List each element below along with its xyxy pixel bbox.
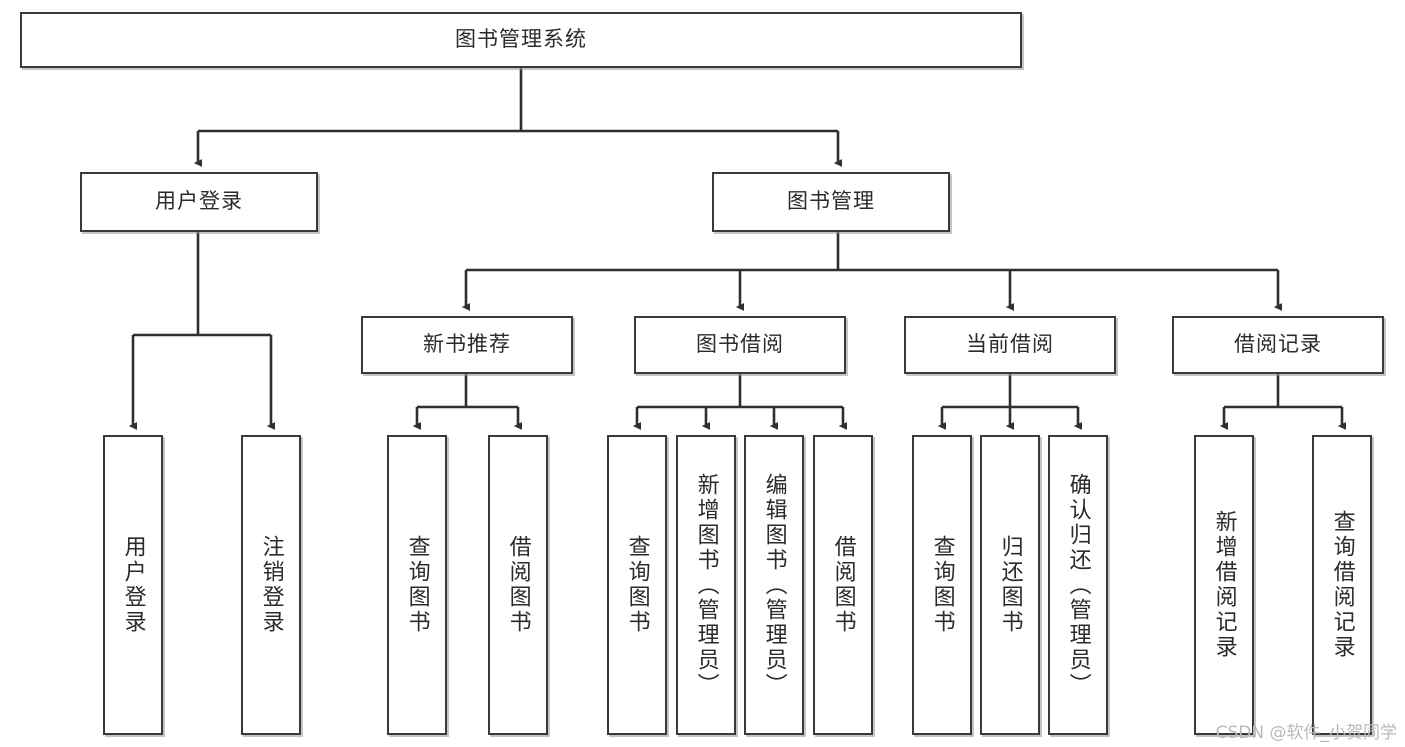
leaf-query-borrow-record[interactable]: 查询借阅记录: [1312, 435, 1372, 735]
node-label: 查询图书: [929, 535, 955, 635]
node-label: 图书借阅: [696, 332, 784, 357]
leaf-edit-book-admin[interactable]: 编辑图书（管理员）: [744, 435, 804, 735]
csdn-watermark: CSDN @软件_小贺同学: [1215, 723, 1397, 743]
node-label: 借阅图书: [830, 535, 856, 635]
node-label: 确认归还（管理员）: [1065, 472, 1091, 698]
leaf-borrow-book-new-book[interactable]: 借阅图书: [488, 435, 548, 735]
node-current-borrow[interactable]: 当前借阅: [904, 316, 1116, 374]
leaf-add-book-admin[interactable]: 新增图书（管理员）: [676, 435, 736, 735]
node-label: 用户登录: [120, 535, 146, 635]
node-label: 查询借阅记录: [1329, 510, 1355, 660]
leaf-confirm-return-admin[interactable]: 确认归还（管理员）: [1048, 435, 1108, 735]
node-label: 借阅图书: [505, 535, 531, 635]
leaf-borrow-book-borrow[interactable]: 借阅图书: [813, 435, 873, 735]
node-label: 用户登录: [155, 189, 243, 214]
node-label: 借阅记录: [1234, 332, 1322, 357]
node-label: 图书管理: [787, 189, 875, 214]
node-label: 查询图书: [624, 535, 650, 635]
node-borrow-record[interactable]: 借阅记录: [1172, 316, 1384, 374]
node-label: 注销登录: [258, 535, 284, 635]
leaf-add-borrow-record[interactable]: 新增借阅记录: [1194, 435, 1254, 735]
node-book-management[interactable]: 图书管理: [712, 172, 950, 232]
leaf-query-book-new-book[interactable]: 查询图书: [387, 435, 447, 735]
leaf-query-book-current[interactable]: 查询图书: [912, 435, 972, 735]
leaf-user-login[interactable]: 用户登录: [103, 435, 163, 735]
leaf-query-book-borrow[interactable]: 查询图书: [607, 435, 667, 735]
node-label: 当前借阅: [966, 332, 1054, 357]
node-label: 查询图书: [404, 535, 430, 635]
leaf-return-book[interactable]: 归还图书: [980, 435, 1040, 735]
leaf-logout-login[interactable]: 注销登录: [241, 435, 301, 735]
node-root-book-management-system[interactable]: 图书管理系统: [20, 12, 1022, 68]
node-label: 新书推荐: [423, 332, 511, 357]
node-user-login[interactable]: 用户登录: [80, 172, 318, 232]
node-label: 归还图书: [997, 535, 1023, 635]
node-label: 图书管理系统: [455, 27, 587, 52]
node-label: 新增借阅记录: [1211, 510, 1237, 660]
node-label: 新增图书（管理员）: [693, 472, 719, 698]
node-book-borrow[interactable]: 图书借阅: [634, 316, 846, 374]
node-new-book-recommend[interactable]: 新书推荐: [361, 316, 573, 374]
node-label: 编辑图书（管理员）: [761, 472, 787, 698]
